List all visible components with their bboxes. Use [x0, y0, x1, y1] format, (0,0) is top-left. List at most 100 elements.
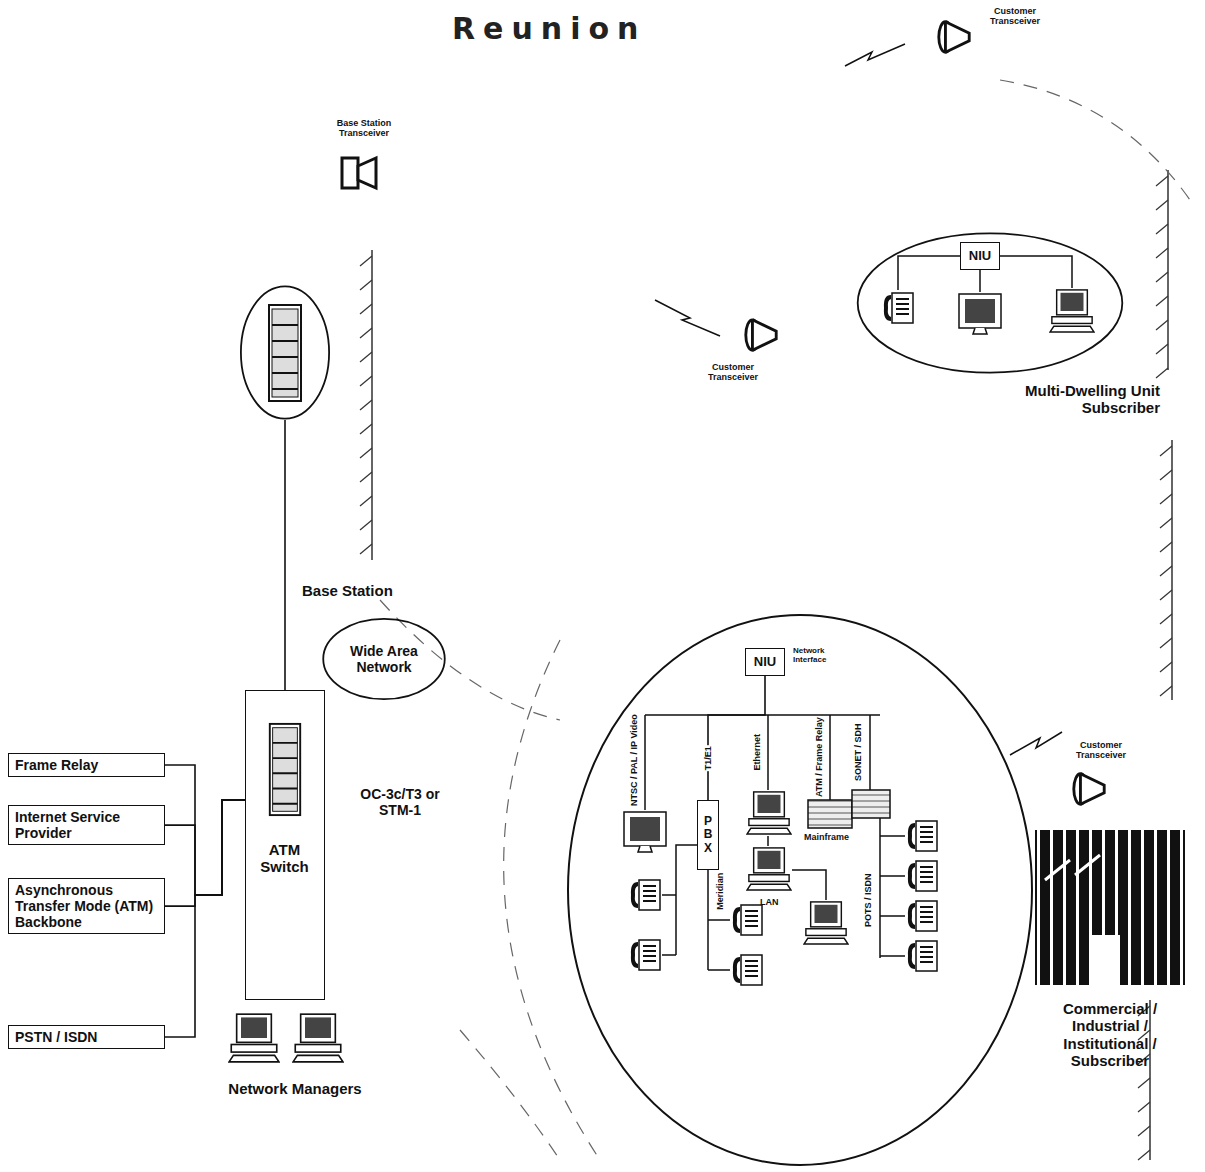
text-label: Network Interface: [793, 646, 845, 664]
connector-line: [165, 800, 245, 906]
wall-tick: [1138, 1150, 1150, 1160]
wall-tick: [1160, 614, 1172, 624]
customer-transceiver-icon: [746, 320, 776, 350]
telephone-icon: [908, 901, 937, 931]
base-station-transceiver-icon: [342, 158, 376, 188]
wall-tick: [360, 472, 372, 482]
text-label: Commercial / Industrial / Institutional …: [1030, 1000, 1190, 1069]
wall-tick: [1160, 638, 1172, 648]
wall-tick: [1156, 344, 1168, 354]
text-label: Customer Transceiver: [700, 362, 766, 383]
diagram-title: Reunion: [452, 12, 646, 47]
ellipse-outline: [240, 285, 330, 420]
wall-tick: [360, 256, 372, 266]
wall-tick: [360, 328, 372, 338]
wall-tick: [1160, 446, 1172, 456]
wall-tick: [1156, 272, 1168, 282]
wall-tick: [360, 424, 372, 434]
telephone-icon: [631, 940, 660, 970]
wall-tick: [1156, 248, 1168, 258]
telephone-icon: [908, 821, 937, 851]
premises-wiring: [645, 715, 905, 970]
wall-tick: [360, 376, 372, 386]
wall-hatching: [360, 176, 1172, 1160]
subscriber-ellipse: Multi-Dwelling Unit SubscriberNIU: [855, 232, 1125, 374]
wall-tick: [1156, 296, 1168, 306]
computer-icon: [747, 848, 791, 890]
multiplexer-icon: [852, 790, 890, 818]
connector-line: [165, 800, 245, 1037]
wire-label: SONET / SDH: [853, 722, 863, 782]
wall-tick: [1156, 320, 1168, 330]
wire-label: ATM / Frame Relay: [814, 716, 824, 798]
service-box: Asynchronous Transfer Mode (ATM) Backbon…: [8, 878, 165, 934]
wall-tick: [360, 400, 372, 410]
node-text: NIU: [969, 249, 991, 264]
node-text: Wide Area Network: [330, 643, 438, 675]
text-label: Customer Transceiver: [1068, 740, 1134, 761]
node-text: Base Station: [302, 582, 393, 599]
wall-tick: [1160, 494, 1172, 504]
mainframe-icon: [808, 800, 852, 828]
wall-tick: [1160, 470, 1172, 480]
text-label: LAN: [760, 897, 779, 907]
telephone-icon: [631, 880, 660, 910]
node-text: Asynchronous Transfer Mode (ATM) Backbon…: [15, 882, 158, 930]
niu-box: NIU: [745, 648, 785, 676]
wall-tick: [360, 280, 372, 290]
service-box: Internet Service Provider: [8, 805, 165, 845]
telephone-icon: [908, 941, 937, 971]
niu-box: NIU: [960, 242, 1000, 270]
connector-line: [284, 420, 286, 690]
network-ellipse: Wide Area Network: [322, 618, 446, 700]
service-box: PSTN / ISDN: [8, 1025, 165, 1049]
customer-transceiver-icon: [1074, 774, 1104, 804]
node-text: PBX: [704, 815, 713, 855]
service-box: Frame Relay: [8, 753, 165, 777]
wall-tick: [360, 352, 372, 362]
wire-label: Ethernet: [752, 733, 762, 772]
wall-tick: [360, 496, 372, 506]
computer-icon: [1050, 290, 1094, 332]
television-icon: [959, 294, 1001, 334]
connector-label: T1/E1: [703, 745, 713, 771]
customer-transceiver-icon: [939, 22, 969, 52]
base-station-rack: [269, 305, 301, 401]
connector-line: [708, 676, 765, 800]
wall-tick: [1160, 542, 1172, 552]
wire-label: POTS / ISDN: [863, 872, 873, 928]
wire-label: NTSC / PAL / IP Video: [629, 713, 639, 807]
atm-switch-rack: [270, 724, 300, 815]
switch-box: ATM Switch: [245, 690, 325, 1000]
text-label: Base Station Transceiver: [318, 118, 410, 139]
wall-tick: [360, 304, 372, 314]
node-text: ATM Switch: [246, 841, 323, 876]
pbx-box: PBX: [697, 800, 719, 870]
text-label: Network Managers: [205, 1080, 385, 1097]
wall-tick: [1138, 1102, 1150, 1112]
radio-link-bolt: [655, 44, 1062, 755]
ellipse-shape: [241, 286, 329, 418]
wall-tick: [360, 544, 372, 554]
wall-tick: [1156, 176, 1168, 186]
ellipse-shape: [323, 619, 445, 699]
node-text: Multi-Dwelling Unit Subscriber: [1020, 382, 1160, 417]
wall-tick: [1156, 200, 1168, 210]
telephone-icon: [733, 955, 762, 985]
ellipse-shape: [858, 233, 1123, 372]
computer-icon: [747, 792, 791, 834]
wire-label: Meridian: [715, 872, 725, 911]
wall-tick: [1160, 590, 1172, 600]
wall-tick: [1138, 1078, 1150, 1088]
node-text: Internet Service Provider: [15, 809, 158, 841]
wall-tick: [360, 520, 372, 530]
node-text: Frame Relay: [15, 757, 98, 773]
wall-tick: [1160, 662, 1172, 672]
connector-line: [165, 800, 245, 895]
telephone-icon: [908, 861, 937, 891]
coverage-arc: [380, 80, 1190, 1160]
telephone-icon: [884, 293, 913, 323]
manager-workstation: [293, 1014, 343, 1062]
